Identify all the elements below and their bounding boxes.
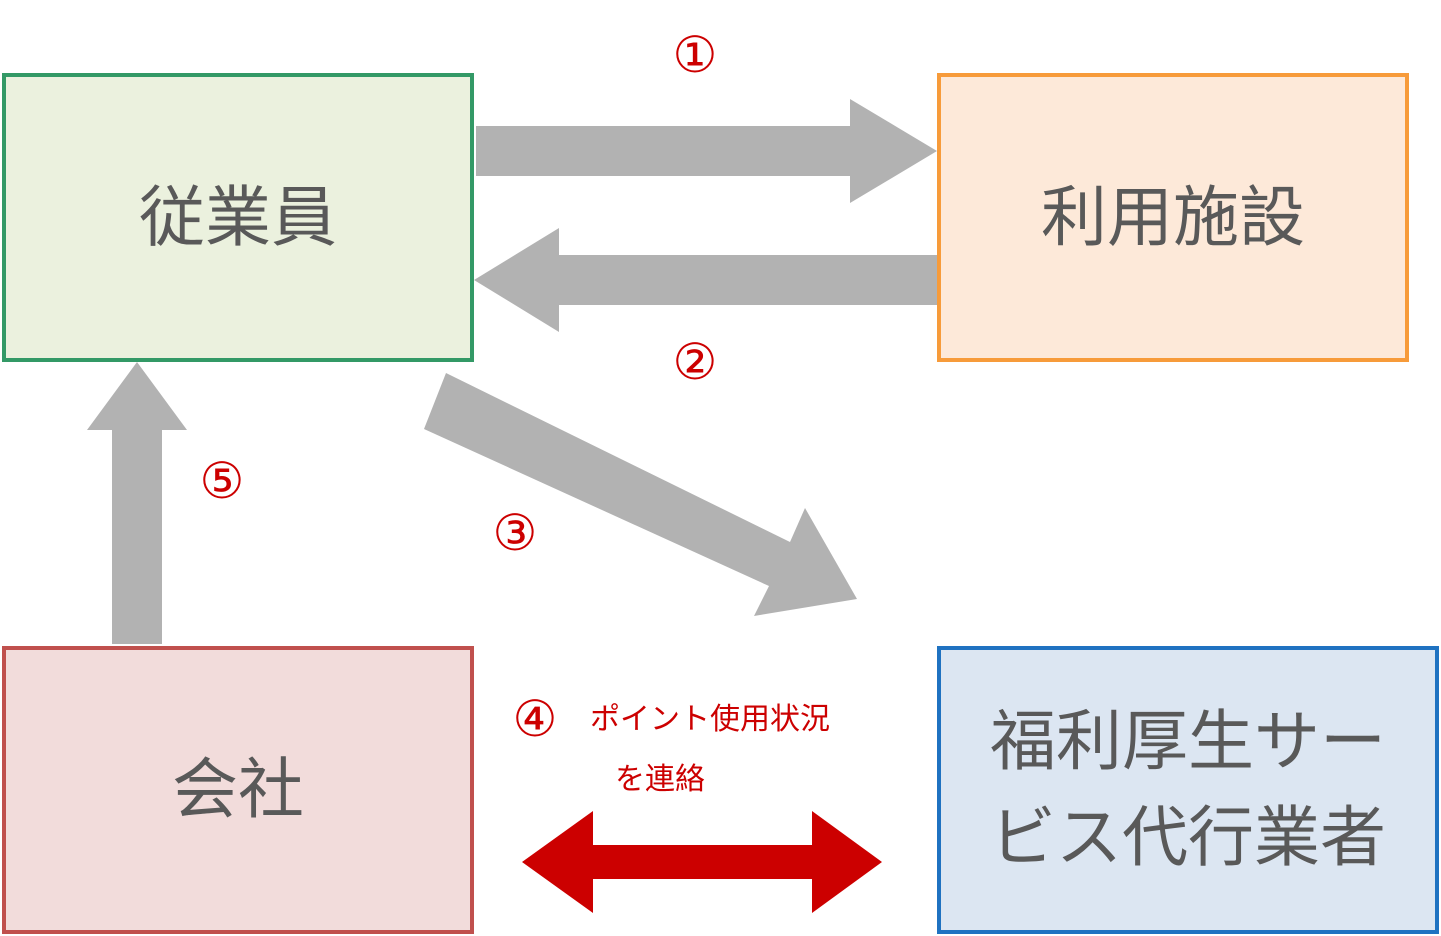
exchange-note-line2: を連絡 [615,762,705,797]
company-label: 会社 [172,751,304,829]
arrow-employee-to-facility [476,99,937,203]
arrow-company-to-employee [87,362,187,644]
step-4-label: ④ [512,690,558,748]
facility-label: 利用施設 [1041,178,1305,256]
provider-label: 福利厚生サービス代行業者 [990,703,1386,876]
step-1-label: ① [672,26,718,84]
provider-box: 福利厚生サービス代行業者 [937,646,1439,934]
employee-label: 従業員 [139,178,337,256]
step-3-label: ③ [492,504,538,562]
step-2-label: ② [672,333,718,391]
arrow-employee-to-provider [424,373,857,616]
employee-box: 従業員 [2,73,474,362]
facility-box: 利用施設 [937,73,1409,362]
arrow-facility-to-employee [474,228,937,332]
step-5-label: ⑤ [199,452,245,510]
company-box: 会社 [2,646,474,934]
exchange-note-line1: ポイント使用状況 [590,702,830,737]
arrow-company-provider-exchange [522,811,882,913]
